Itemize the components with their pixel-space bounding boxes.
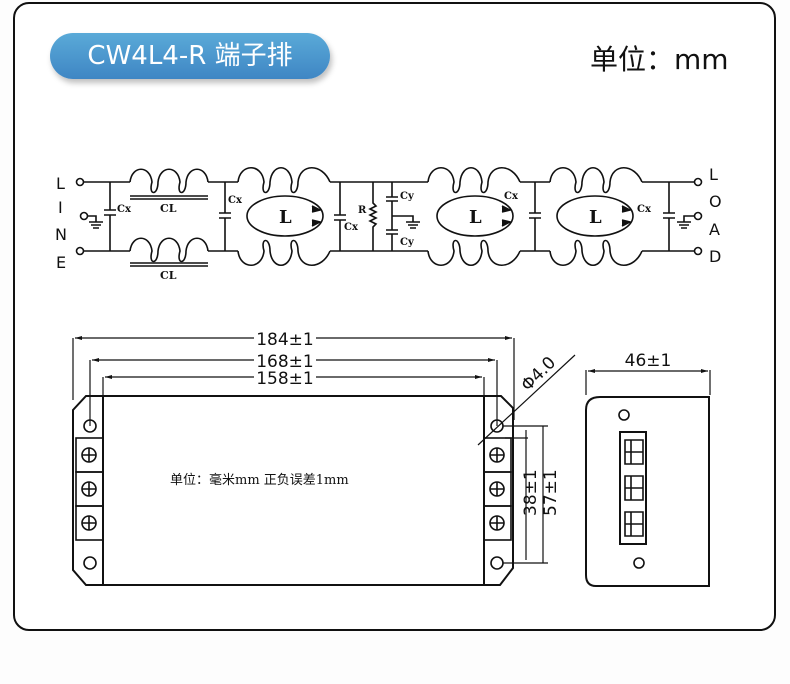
label-cx-3: Cx (344, 222, 359, 233)
common-mode-choke-bottom (129, 237, 209, 263)
dim-terminal-span: 38±1 (521, 469, 541, 516)
terminal-line-l (75, 177, 85, 187)
label-cy-1: Cy (400, 191, 415, 202)
dim-mounting-distance: 168±1 (256, 352, 314, 372)
load-letter-a: A (709, 220, 720, 239)
dim-overall-length: 184±1 (256, 330, 314, 350)
terminal-load-earth (693, 211, 703, 221)
label-cl-bottom: CL (160, 269, 177, 282)
label-cx-2: Cx (228, 195, 243, 206)
label-l-1: L (279, 207, 292, 228)
differential-inductor-3: L (549, 166, 643, 267)
load-letter-d: D (709, 247, 721, 266)
terminal-line-n (75, 246, 85, 256)
label-cy-2: Cy (400, 237, 415, 248)
label-cx-1: Cx (117, 204, 132, 215)
terminal-load-l (693, 177, 703, 187)
mount-hole-bl (83, 556, 97, 570)
front-view-drawing: 184±1 168±1 158±1 Φ (72, 330, 576, 586)
terminal-block-right (483, 437, 512, 541)
line-letter-e: E (56, 253, 66, 272)
tolerance-note: 单位：毫米mm 正负误差1mm (170, 472, 349, 488)
side-view-drawing: 46±1 (585, 351, 711, 587)
resistor (368, 182, 378, 251)
differential-inductor-2: L (427, 166, 521, 267)
ground-symbol-mid (392, 215, 420, 229)
label-cx-5: Cx (637, 204, 652, 215)
label-l-3: L (589, 207, 602, 228)
ground-symbol-load (677, 215, 694, 229)
unit-label: 单位：mm (590, 43, 729, 76)
line-letter-n: N (55, 225, 67, 244)
terminal-load-n (693, 246, 703, 256)
line-letter-l: L (56, 174, 65, 193)
label-r: R (358, 205, 367, 216)
load-letter-o: O (709, 192, 722, 211)
load-letter-l: L (709, 165, 718, 184)
differential-inductor-1: L (237, 166, 331, 267)
product-title-badge: CW4L4-R 端子排 (50, 33, 330, 79)
mount-hole-br (490, 556, 504, 570)
line-letter-i: I (58, 198, 63, 217)
mount-hole-tl (83, 419, 97, 433)
terminal-line-earth (79, 211, 89, 221)
dim-body-length: 158±1 (256, 369, 314, 389)
circuit-schematic: L I N E Cx CL CL Cx L (55, 165, 722, 282)
label-cl-top: CL (160, 202, 177, 215)
ground-symbol-line (88, 215, 103, 229)
label-l-2: L (469, 207, 482, 228)
dim-side-width: 46±1 (625, 351, 672, 371)
common-mode-choke-top (129, 168, 209, 194)
content-frame (13, 2, 776, 631)
terminal-block-left (75, 437, 104, 541)
label-cx-4: Cx (504, 191, 519, 202)
dim-height: 57±1 (541, 469, 561, 516)
